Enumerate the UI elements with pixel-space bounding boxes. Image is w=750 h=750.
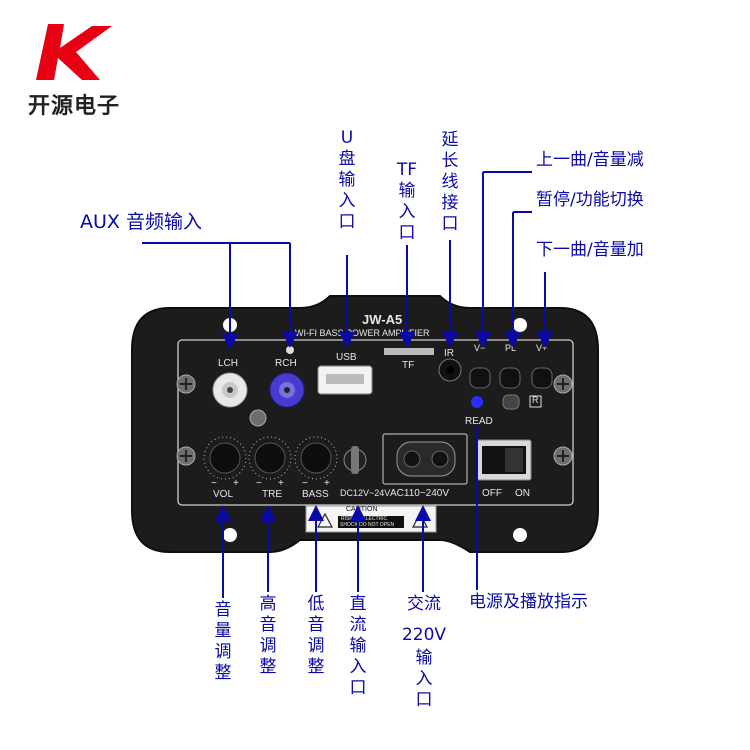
aux-input-annotation: AUX 音频输入 <box>80 211 202 233</box>
vol-plus-label: + <box>233 478 239 489</box>
rch-label: RCH <box>275 358 297 369</box>
usb-input-annotation: U盘输入口 <box>338 128 356 232</box>
prev-volume-down-annotation: 上一曲/音量减 <box>536 150 644 170</box>
ir-extension-annotation: 延长线接口 <box>441 130 459 234</box>
v-plus-label: V+ <box>536 343 548 353</box>
vol-minus-label: − <box>211 478 217 489</box>
dc-input-annotation: 直流输入口 <box>349 594 367 698</box>
model-label: JW-A5 <box>362 312 403 327</box>
next-volume-up-annotation: 下一曲/音量加 <box>536 240 644 260</box>
on-label: ON <box>515 488 530 499</box>
dc-label: DC12V~24V <box>340 488 391 498</box>
bass-label: BASS <box>302 489 329 500</box>
ac-label: AC110~240V <box>390 488 450 499</box>
v-minus-label: V− <box>474 343 486 353</box>
lch-label: LCH <box>218 358 239 369</box>
r-mark-label: R <box>532 395 539 405</box>
volume-adjust-annotation: 音量调整 <box>214 600 232 683</box>
brand-name: 开源电子 <box>28 94 121 119</box>
ac-line3-annotation: 输入口 <box>415 648 433 710</box>
caution-line2: SHOCK DO NOT OPEN <box>340 522 395 528</box>
ac-line2-annotation: 220V <box>401 625 447 645</box>
treble-adjust-annotation: 高音调整 <box>259 594 277 677</box>
tre-minus-label: − <box>256 478 262 489</box>
subtitle-label: WI-FI BASS POWER AMPLIFIER <box>295 328 430 338</box>
pause-mode-annotation: 暂停/功能切换 <box>536 190 644 210</box>
pl-label: PL <box>505 343 517 353</box>
tf-label: TF <box>402 360 415 371</box>
ir-label: IR <box>444 348 454 359</box>
tre-label: TRE <box>262 489 282 500</box>
vol-label: VOL <box>213 489 234 500</box>
power-indicator-annotation: 电源及播放指示 <box>469 592 588 612</box>
bass-plus-label: + <box>324 478 330 489</box>
tre-plus-label: + <box>278 478 284 489</box>
bass-adjust-annotation: 低音调整 <box>307 594 325 677</box>
bass-minus-label: − <box>302 478 308 489</box>
off-label: OFF <box>482 488 502 499</box>
usb-label: USB <box>336 352 357 363</box>
tf-input-annotation: TF输入口 <box>396 160 418 243</box>
logo-mark-icon <box>36 24 112 80</box>
ac-line1-annotation: 交流 <box>407 594 441 614</box>
read-label: READ <box>465 416 493 427</box>
